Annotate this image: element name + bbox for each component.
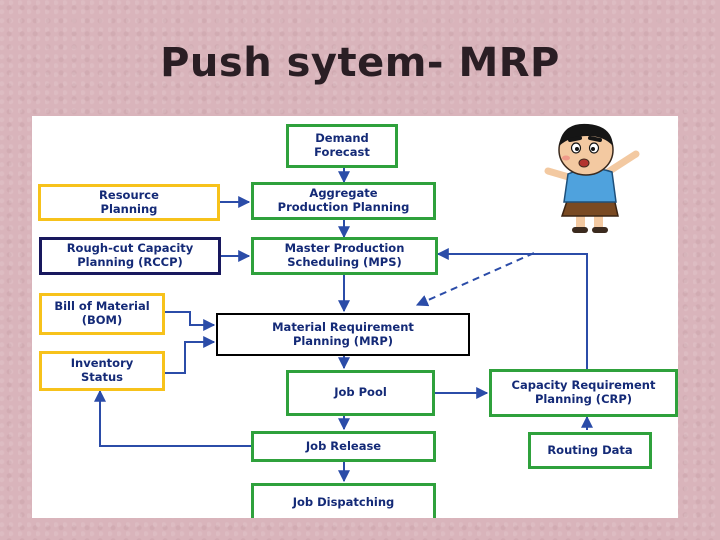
aggregate-production-planning-box: Aggregate Production Planning [251,182,436,220]
diagram-panel: Demand Forecast Resource Planning Aggreg… [32,116,678,518]
mps-box: Master Production Scheduling (MPS) [251,237,438,275]
job-dispatching-box: Job Dispatching [251,483,436,518]
arrow-bom-to-mrp [165,311,216,331]
arrow-release-to-inventory [94,389,251,447]
bom-box: Bill of Material (BOM) [39,293,165,335]
inventory-status-box: Inventory Status [39,351,165,391]
mrp-box: Material Requirement Planning (MRP) [216,313,470,356]
arrow-dashed-to-mrp [415,252,535,307]
job-release-box: Job Release [251,431,436,462]
arrow-crp-to-mps [436,248,588,369]
demand-forecast-box: Demand Forecast [286,124,398,168]
rccp-box: Rough-cut Capacity Planning (RCCP) [39,237,221,275]
crp-box: Capacity Requirement Planning (CRP) [489,369,678,417]
connector-layer [94,168,593,483]
cartoon-boy-illustration [544,123,640,233]
routing-data-box: Routing Data [528,432,652,469]
arrow-inventory-to-mrp [165,336,216,374]
resource-planning-box: Resource Planning [38,184,220,221]
slide-title: Push sytem- MRP [160,40,560,86]
job-pool-box: Job Pool [286,370,435,416]
